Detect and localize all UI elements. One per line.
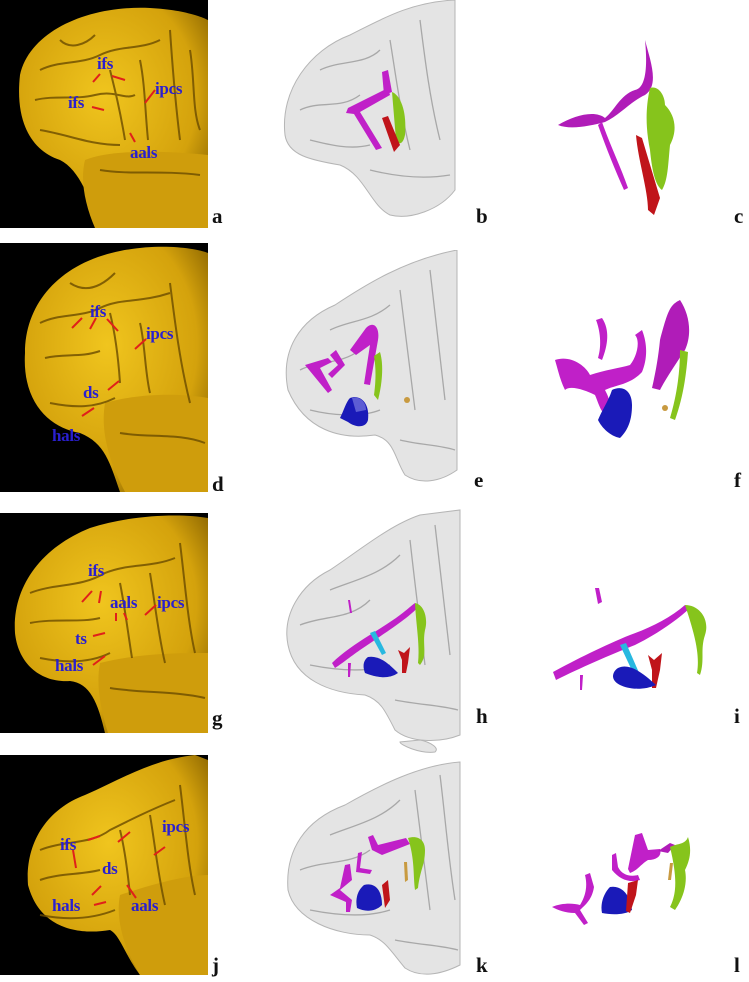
annotation-ifs: ifs: [60, 835, 77, 854]
gray-brain-surface-h: [286, 509, 461, 741]
annotation-ds: ds: [83, 383, 99, 402]
yellow-brain-surface-j: [27, 755, 208, 975]
panel-label-a: a: [212, 204, 223, 228]
panel-f-sulcal-structures: [550, 290, 730, 460]
panel-h-gray-brain: [270, 505, 470, 745]
yellow-brain-surface-g: [14, 515, 208, 733]
panel-d-yellow-brain: [0, 243, 208, 492]
annotation-ipcs: ipcs: [162, 817, 190, 836]
panel-label-l: l: [734, 953, 740, 977]
panel-label-b: b: [476, 204, 488, 228]
annotation-ipcs: ipcs: [155, 79, 183, 98]
gray-brain-surface-k: [287, 740, 461, 975]
panel-label-j: j: [212, 953, 219, 977]
panel-j-yellow-brain: [0, 755, 208, 975]
annotation-aals: aals: [130, 143, 158, 162]
panel-k-gray-brain: [270, 740, 470, 982]
annotation-aals: aals: [131, 896, 159, 915]
sulcal-structure-3d-c: [558, 40, 675, 215]
panel-label-h: h: [476, 704, 488, 728]
annotation-aals: aals: [110, 593, 138, 612]
annotation-ifs: ifs: [90, 302, 107, 321]
sulcal-structure-3d-f: [555, 300, 690, 438]
annotation-ts: ts: [75, 629, 87, 648]
panel-label-d: d: [212, 472, 224, 496]
annotation-ifs: ifs: [68, 93, 85, 112]
annotation-ifs: ifs: [88, 561, 105, 580]
panel-label-k: k: [476, 953, 488, 977]
sulcal-structure-3d-l: [552, 833, 691, 925]
panel-label-f: f: [734, 468, 741, 492]
panel-i-sulcal-structures: [550, 580, 730, 710]
panel-e-gray-brain: [270, 250, 470, 490]
annotation-hals: hals: [52, 426, 81, 445]
annotation-ds: ds: [102, 859, 118, 878]
yellow-brain-surface-d: [24, 246, 208, 492]
panel-c-sulcal-structures: [550, 30, 730, 220]
panel-label-c: c: [734, 204, 744, 228]
panel-l-sulcal-structures: [550, 825, 730, 945]
annotation-ipcs: ipcs: [157, 593, 185, 612]
annotation-hals: hals: [52, 896, 81, 915]
panel-label-g: g: [212, 706, 223, 730]
panel-g-yellow-brain: [0, 513, 208, 733]
panel-label-i: i: [734, 704, 740, 728]
panel-a-yellow-brain: [0, 0, 208, 228]
gray-brain-surface-b: [283, 0, 456, 217]
sulcal-structure-3d-i: [553, 588, 707, 690]
annotation-ifs: ifs: [97, 54, 114, 73]
panel-b-gray-brain: [270, 0, 470, 228]
panel-label-e: e: [474, 468, 484, 492]
gray-brain-surface-e: [285, 250, 458, 482]
yellow-brain-surface-a: [19, 7, 208, 228]
annotation-hals: hals: [55, 656, 84, 675]
annotation-ipcs: ipcs: [146, 324, 174, 343]
